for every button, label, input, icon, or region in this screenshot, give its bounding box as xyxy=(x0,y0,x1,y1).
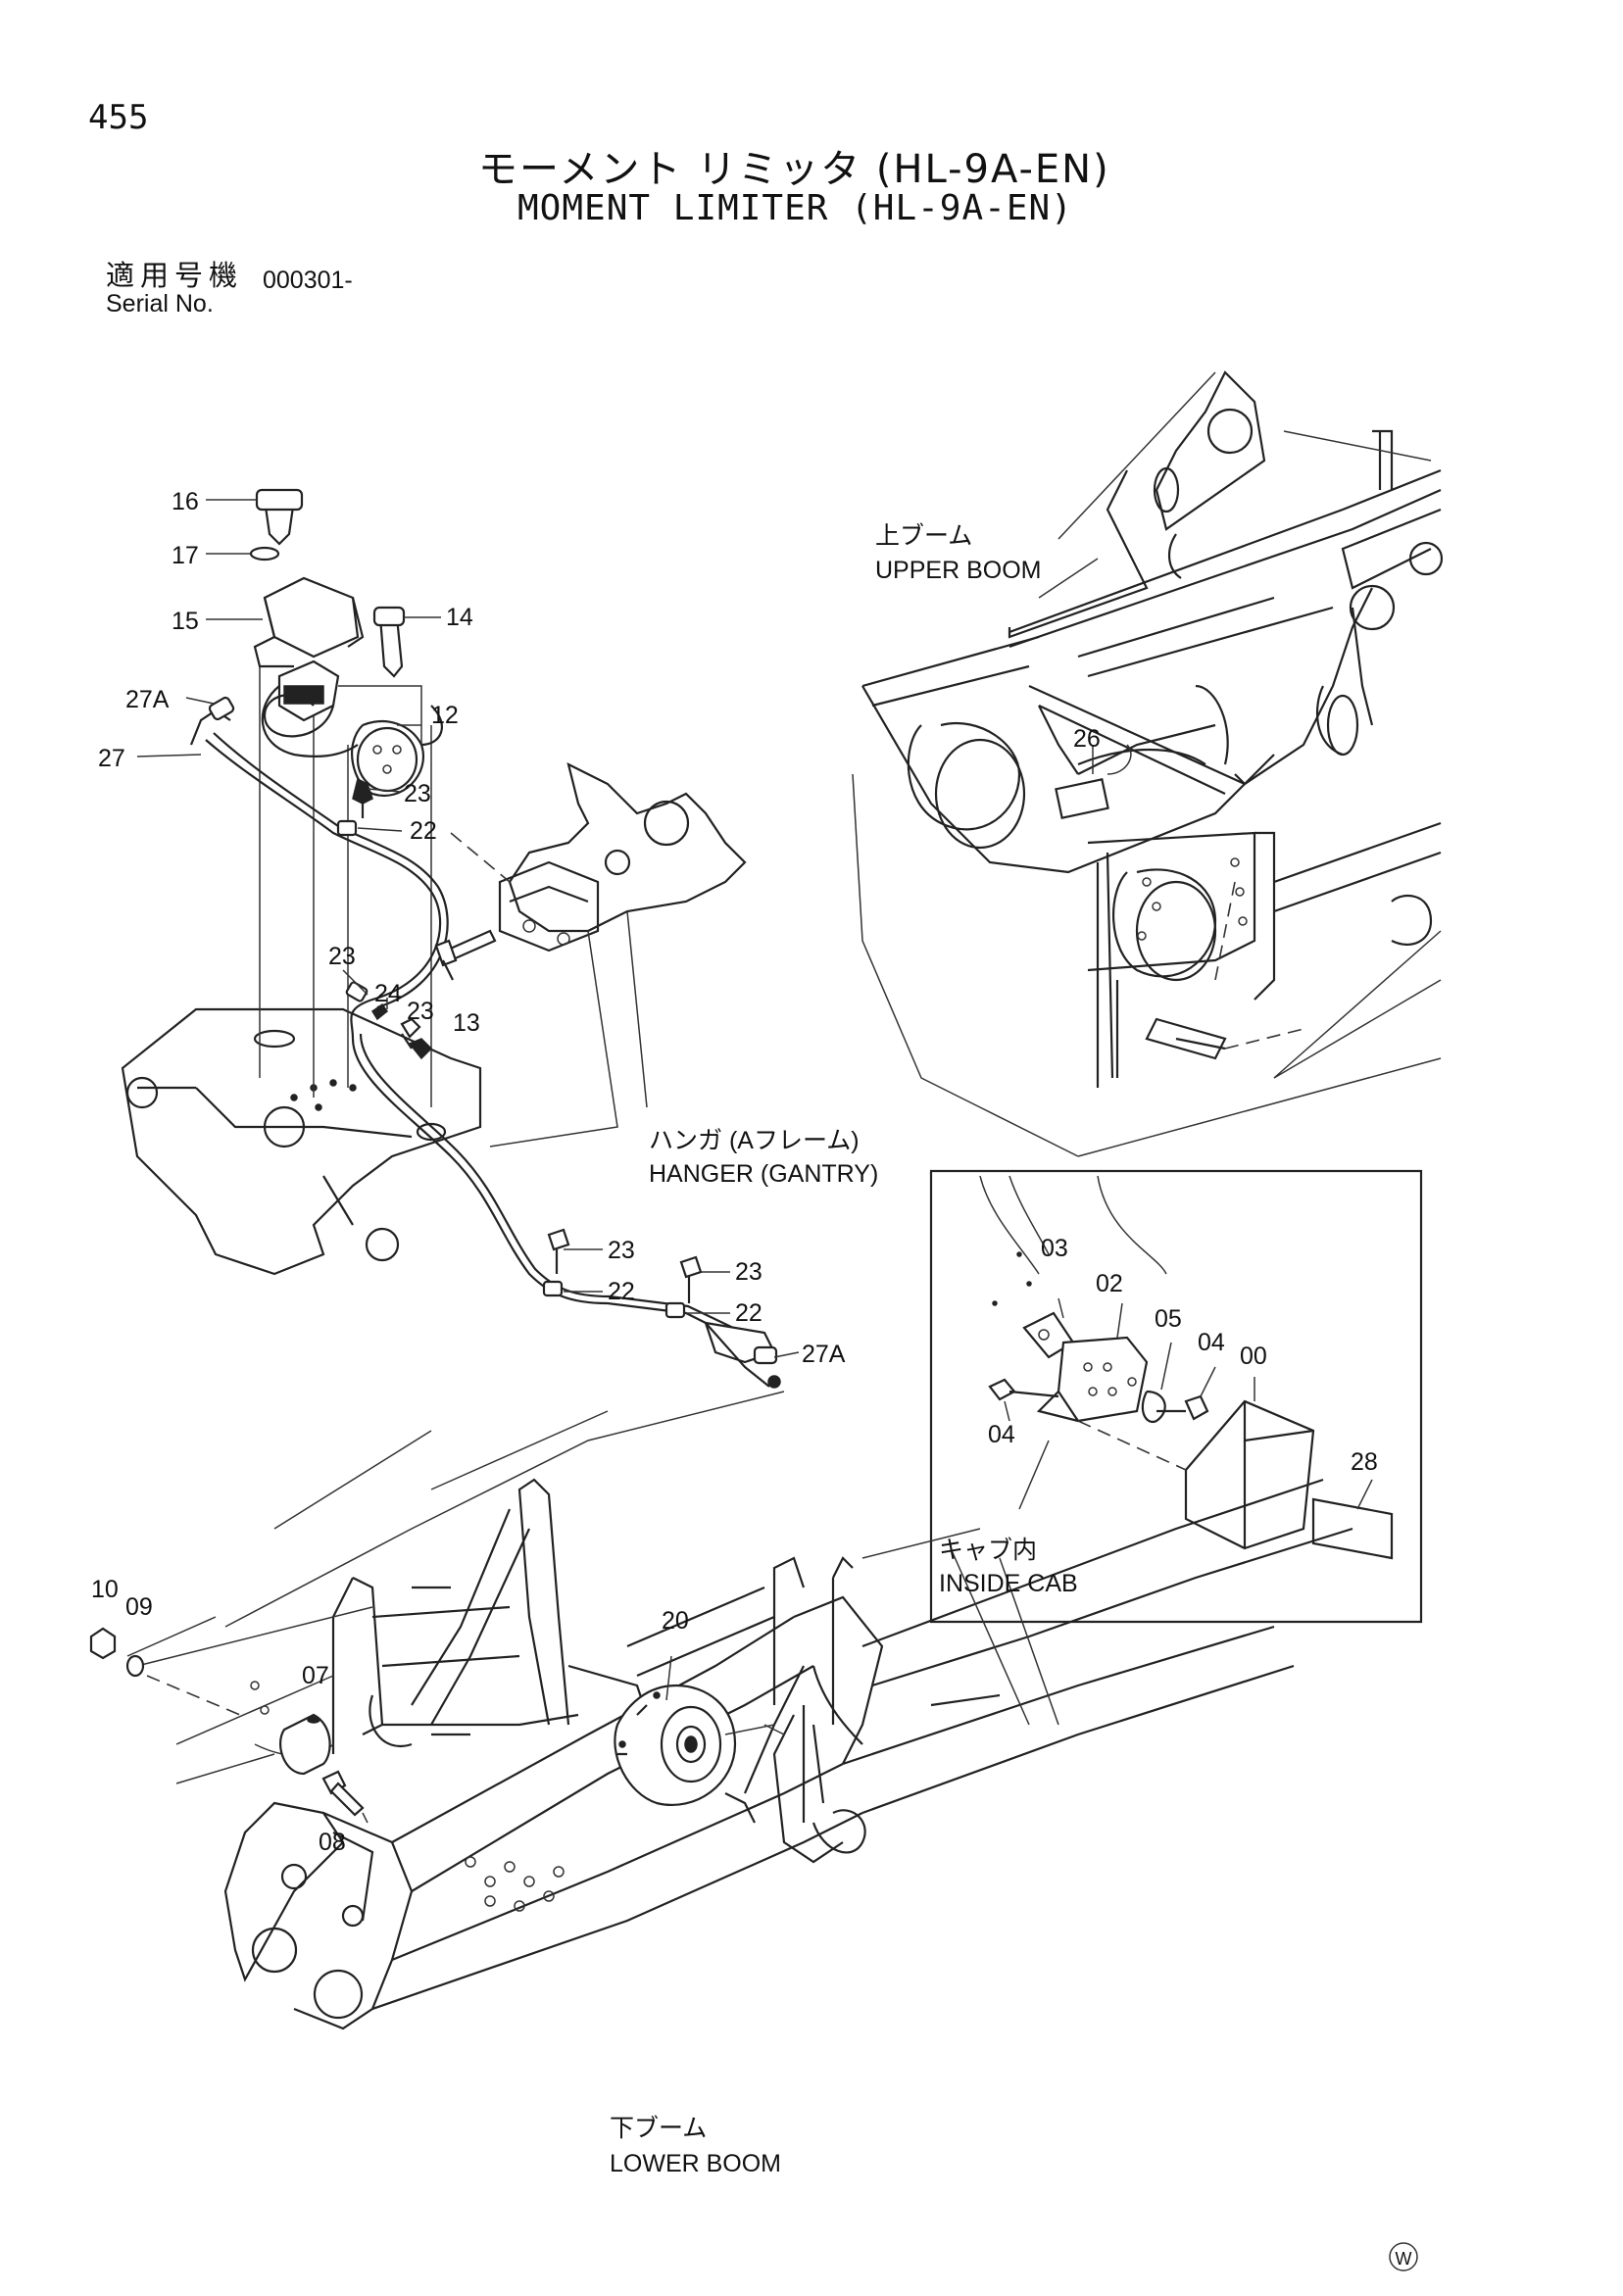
callout-04-b: 04 xyxy=(988,1421,1015,1448)
callout-22-c: 22 xyxy=(735,1299,762,1327)
callout-22-a: 22 xyxy=(410,817,437,845)
controller-00 xyxy=(1184,1399,1315,1550)
cover-07 xyxy=(279,1713,331,1776)
washer-17 xyxy=(249,546,280,562)
callout-16: 16 xyxy=(172,488,199,515)
callout-23-e: 23 xyxy=(735,1258,762,1286)
callout-23-d: 23 xyxy=(608,1237,635,1264)
bolt-23c xyxy=(400,1017,421,1039)
screw-04-right xyxy=(1184,1394,1209,1421)
moment-limiter-assembly xyxy=(189,488,781,1389)
callout-23-c: 23 xyxy=(407,998,434,1025)
hanger-structure xyxy=(121,666,747,1276)
label-plate-26 xyxy=(1055,778,1109,819)
sensor-20 xyxy=(614,1684,737,1806)
spacer-05 xyxy=(1141,1390,1166,1424)
callout-24: 24 xyxy=(374,980,402,1007)
callout-26: 26 xyxy=(1073,725,1101,753)
callout-leaders xyxy=(136,499,800,1358)
callout-04-a: 04 xyxy=(1198,1329,1225,1356)
serial-label: Serial No. xyxy=(106,290,214,318)
callout-27: 27 xyxy=(98,745,125,772)
cover-15 xyxy=(263,576,360,659)
lower-boom-label: LOWER BOOM xyxy=(610,2150,781,2177)
inside-cab-label-japanese: キャブ内 xyxy=(939,1537,1037,1564)
serial-value: 000301- xyxy=(263,267,353,294)
bolt-16 xyxy=(263,499,296,546)
callout-23-b: 23 xyxy=(328,943,356,970)
bolt-14 xyxy=(378,616,404,678)
hanger-label-japanese: ハンガ (Aフレーム) xyxy=(649,1127,860,1154)
area-labels: 上ブーム UPPER BOOM ハンガ (Aフレーム) HANGER (GANT… xyxy=(610,522,1078,2177)
callout-02: 02 xyxy=(1096,1270,1123,1297)
inside-cab-label: INSIDE CAB xyxy=(939,1570,1078,1597)
callout-05: 05 xyxy=(1155,1305,1182,1333)
callout-10: 10 xyxy=(91,1576,119,1603)
upper-boom-structure xyxy=(852,370,1444,1157)
callout-labels: 16 17 15 14 12 27A 27 23 22 23 24 23 13 … xyxy=(91,488,1378,1856)
callout-14: 14 xyxy=(446,604,473,631)
callout-03: 03 xyxy=(1041,1235,1068,1262)
callout-28: 28 xyxy=(1351,1448,1378,1476)
callout-08: 08 xyxy=(319,1829,346,1856)
upper-boom-label-japanese: 上ブーム xyxy=(875,522,972,550)
page-title: MOMENT LIMITER (HL-9A-EN) xyxy=(517,188,1073,228)
plate-02 xyxy=(1057,1336,1149,1423)
screw-04-left xyxy=(988,1378,1016,1401)
nut-10 xyxy=(89,1627,117,1660)
hanger-label: HANGER (GANTRY) xyxy=(649,1160,878,1188)
callout-09: 09 xyxy=(125,1593,153,1621)
page-number: 455 xyxy=(88,98,149,137)
callout-27a-top: 27A xyxy=(125,686,170,713)
callout-00: 00 xyxy=(1240,1343,1267,1370)
callout-13: 13 xyxy=(453,1009,480,1037)
inside-cab-inset xyxy=(929,1169,1423,1624)
svg-text:W: W xyxy=(1396,2249,1412,2269)
callout-17: 17 xyxy=(172,542,199,569)
serial-label-japanese: 適用号機 xyxy=(106,259,244,292)
callout-23-a: 23 xyxy=(404,780,431,807)
callout-27a-bottom: 27A xyxy=(802,1341,846,1368)
callout-07: 07 xyxy=(302,1662,329,1689)
upper-boom-label: UPPER BOOM xyxy=(875,557,1041,584)
washer-09 xyxy=(125,1654,145,1678)
callout-12: 12 xyxy=(431,702,459,729)
callout-22-b: 22 xyxy=(608,1278,635,1305)
lower-boom-label-japanese: 下ブーム xyxy=(610,2115,707,2142)
page-title-japanese: モーメント リミッタ (HL-9A-EN) xyxy=(478,147,1110,192)
callout-20: 20 xyxy=(662,1607,689,1635)
callout-15: 15 xyxy=(172,608,199,635)
lower-boom-structure xyxy=(89,1391,1353,2030)
w-mark: W xyxy=(1389,2242,1418,2272)
